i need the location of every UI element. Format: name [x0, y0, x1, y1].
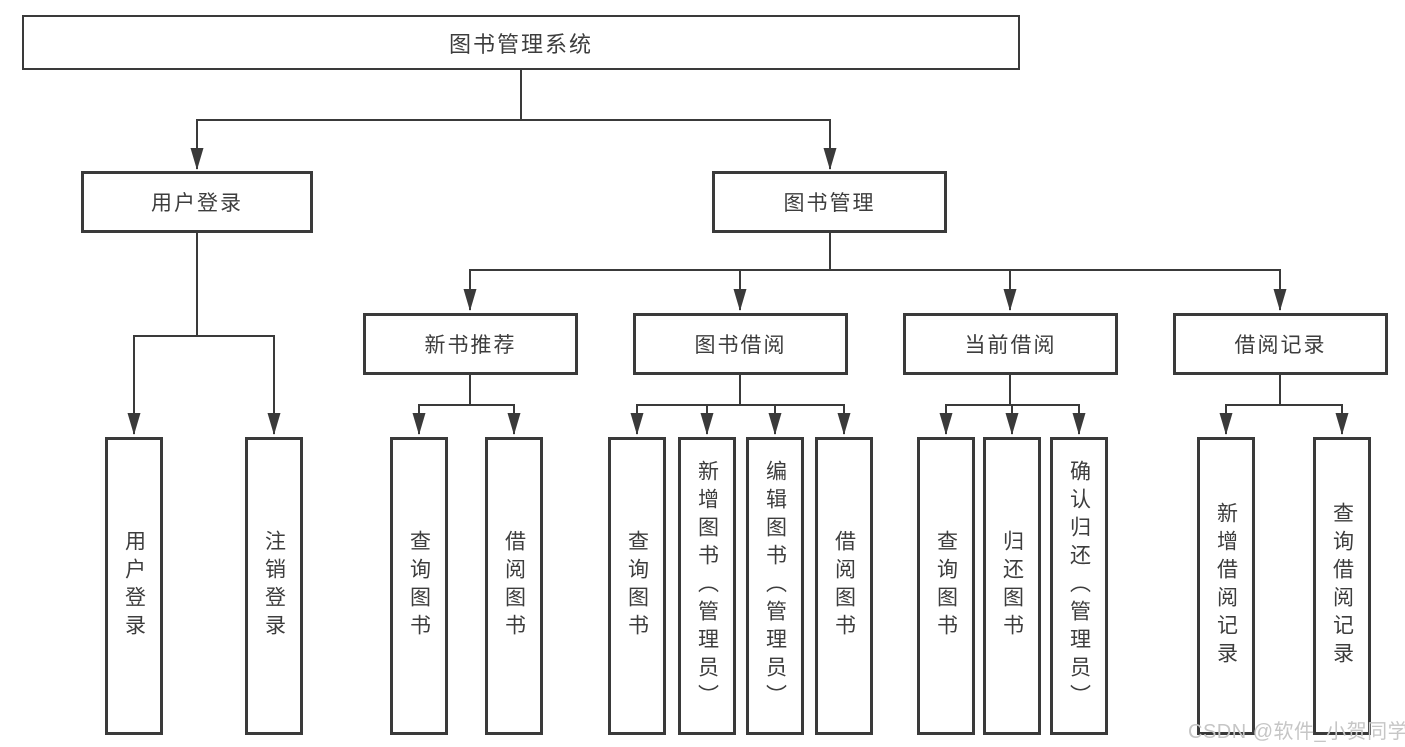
leaf-query-books-2: 查询图书 [608, 437, 666, 735]
leaf-return-books: 归还图书 [983, 437, 1041, 735]
node-label: 编辑图书（管理员） [763, 460, 787, 712]
node-label: 图书管理 [783, 192, 876, 215]
node-label: 查询借阅记录 [1330, 502, 1354, 670]
node-new-book-recommend: 新书推荐 [363, 313, 578, 375]
node-label: 注销登录 [262, 530, 286, 642]
node-current-borrow: 当前借阅 [903, 313, 1118, 375]
leaf-logout: 注销登录 [245, 437, 303, 735]
leaf-edit-books-admin: 编辑图书（管理员） [746, 437, 804, 735]
leaf-borrow-books-2: 借阅图书 [815, 437, 873, 735]
node-label: 借阅图书 [832, 530, 856, 642]
node-user-login: 用户登录 [81, 171, 313, 233]
node-label: 确认归还（管理员） [1067, 460, 1091, 712]
leaf-query-books-1: 查询图书 [390, 437, 448, 735]
node-label: 用户登录 [151, 192, 243, 215]
node-label: 图书管理系统 [448, 31, 593, 57]
node-label: 借阅记录 [1234, 334, 1327, 357]
node-label: 查询图书 [407, 530, 431, 642]
node-label: 当前借阅 [964, 334, 1057, 357]
node-label: 新书推荐 [424, 334, 517, 357]
node-label: 归还图书 [1000, 530, 1024, 642]
node-label: 新增借阅记录 [1214, 502, 1238, 670]
leaf-query-books-3: 查询图书 [917, 437, 975, 735]
leaf-query-borrow-record: 查询借阅记录 [1313, 437, 1371, 735]
leaf-confirm-return-admin: 确认归还（管理员） [1050, 437, 1108, 735]
leaf-user-login: 用户登录 [105, 437, 163, 735]
node-label: 新增图书（管理员） [695, 460, 719, 712]
csdn-watermark: CSDN @软件_小贺同学 [1188, 721, 1405, 743]
node-borrow-records: 借阅记录 [1173, 313, 1388, 375]
node-library-management-system: 图书管理系统 [22, 15, 1020, 70]
leaf-add-books-admin: 新增图书（管理员） [678, 437, 736, 735]
node-label: 查询图书 [625, 530, 649, 642]
node-label: 查询图书 [934, 530, 958, 642]
leaf-add-borrow-record: 新增借阅记录 [1197, 437, 1255, 735]
node-label: 借阅图书 [502, 530, 526, 642]
leaf-borrow-books-1: 借阅图书 [485, 437, 543, 735]
node-book-management: 图书管理 [712, 171, 947, 233]
node-label: 图书借阅 [694, 334, 787, 357]
node-label: 用户登录 [122, 530, 146, 642]
node-book-borrow: 图书借阅 [633, 313, 848, 375]
